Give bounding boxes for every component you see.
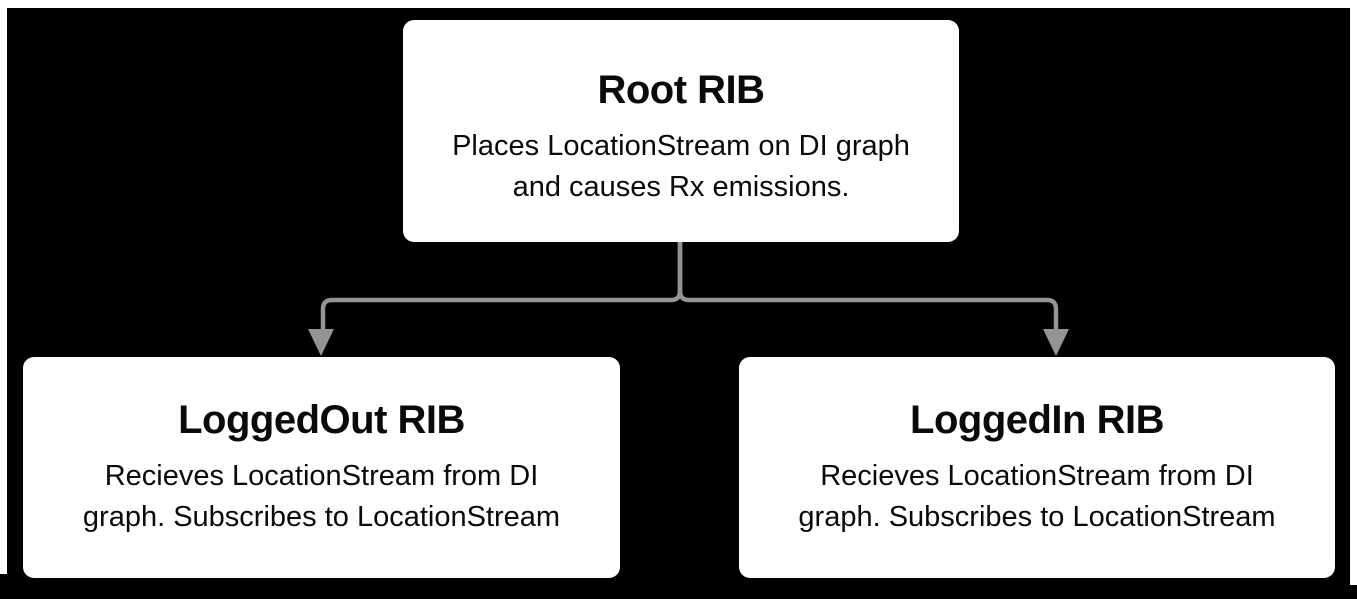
- node-loggedin-rib: LoggedIn RIB Recieves LocationStream fro…: [739, 357, 1335, 578]
- arrowhead-left-icon: [308, 329, 334, 356]
- arrowhead-right-icon: [1043, 329, 1069, 356]
- description-line: Recieves LocationStream from DI: [820, 459, 1254, 492]
- node-description: Places LocationStream on DI graph and ca…: [452, 126, 910, 208]
- connector-branch-right: [677, 241, 1059, 330]
- node-description: Recieves LocationStream from DI graph. S…: [798, 456, 1275, 538]
- node-title: LoggedIn RIB: [910, 397, 1164, 442]
- description-line: graph. Subscribes to LocationStream: [82, 500, 561, 533]
- frame-border-top: [0, 0, 1357, 8]
- description-line: Recieves LocationStream from DI: [104, 459, 539, 492]
- frame-border-right: [1350, 0, 1357, 585]
- node-description: Recieves LocationStream from DI graph. S…: [83, 456, 560, 538]
- connector-branch-left: [320, 241, 683, 330]
- node-loggedout-rib: LoggedOut RIB Recieves LocationStream fr…: [23, 357, 620, 578]
- node-root-rib: Root RIB Places LocationStream on DI gra…: [403, 20, 959, 242]
- node-title: Root RIB: [597, 68, 765, 112]
- frame-border-left: [0, 0, 7, 574]
- description-line: and causes Rx emissions.: [512, 171, 850, 203]
- node-title: LoggedOut RIB: [178, 397, 465, 442]
- description-line: Places LocationStream on DI graph: [452, 130, 910, 162]
- description-line: graph. Subscribes to LocationStream: [798, 500, 1276, 533]
